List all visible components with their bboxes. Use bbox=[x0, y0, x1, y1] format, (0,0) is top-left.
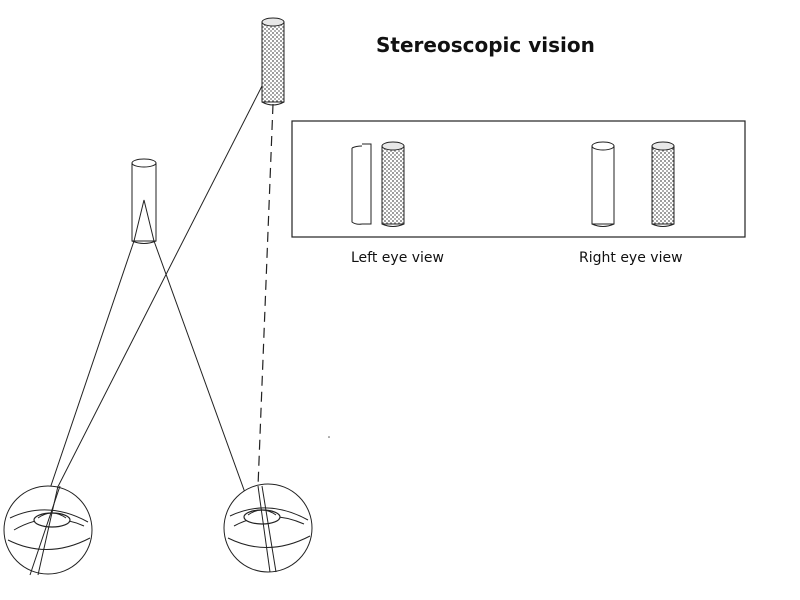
eye-views-panel bbox=[291, 120, 746, 238]
right-eye-icon bbox=[223, 483, 313, 573]
right-eye-view-caption: Right eye view bbox=[579, 250, 683, 266]
left-eye-to-far-object-line bbox=[41, 85, 263, 519]
right-eye-to-near-object-line bbox=[153, 240, 253, 513]
far-object-cylinder bbox=[261, 17, 285, 106]
near-object-cylinder bbox=[131, 158, 157, 244]
stray-mark bbox=[328, 436, 330, 438]
left-eye-to-near-object-line bbox=[39, 240, 135, 519]
left-view-near-cylinder bbox=[351, 143, 372, 225]
left-eye-view-caption: Left eye view bbox=[351, 250, 444, 266]
sight-lines bbox=[39, 85, 274, 519]
left-view-far-cylinder bbox=[381, 141, 405, 227]
left-eye-icon bbox=[3, 485, 93, 576]
diagram-title: Stereoscopic vision bbox=[376, 33, 595, 57]
right-view-near-cylinder bbox=[591, 141, 615, 227]
right-eye-to-far-object-line bbox=[256, 103, 274, 513]
right-view-far-cylinder bbox=[651, 141, 675, 227]
